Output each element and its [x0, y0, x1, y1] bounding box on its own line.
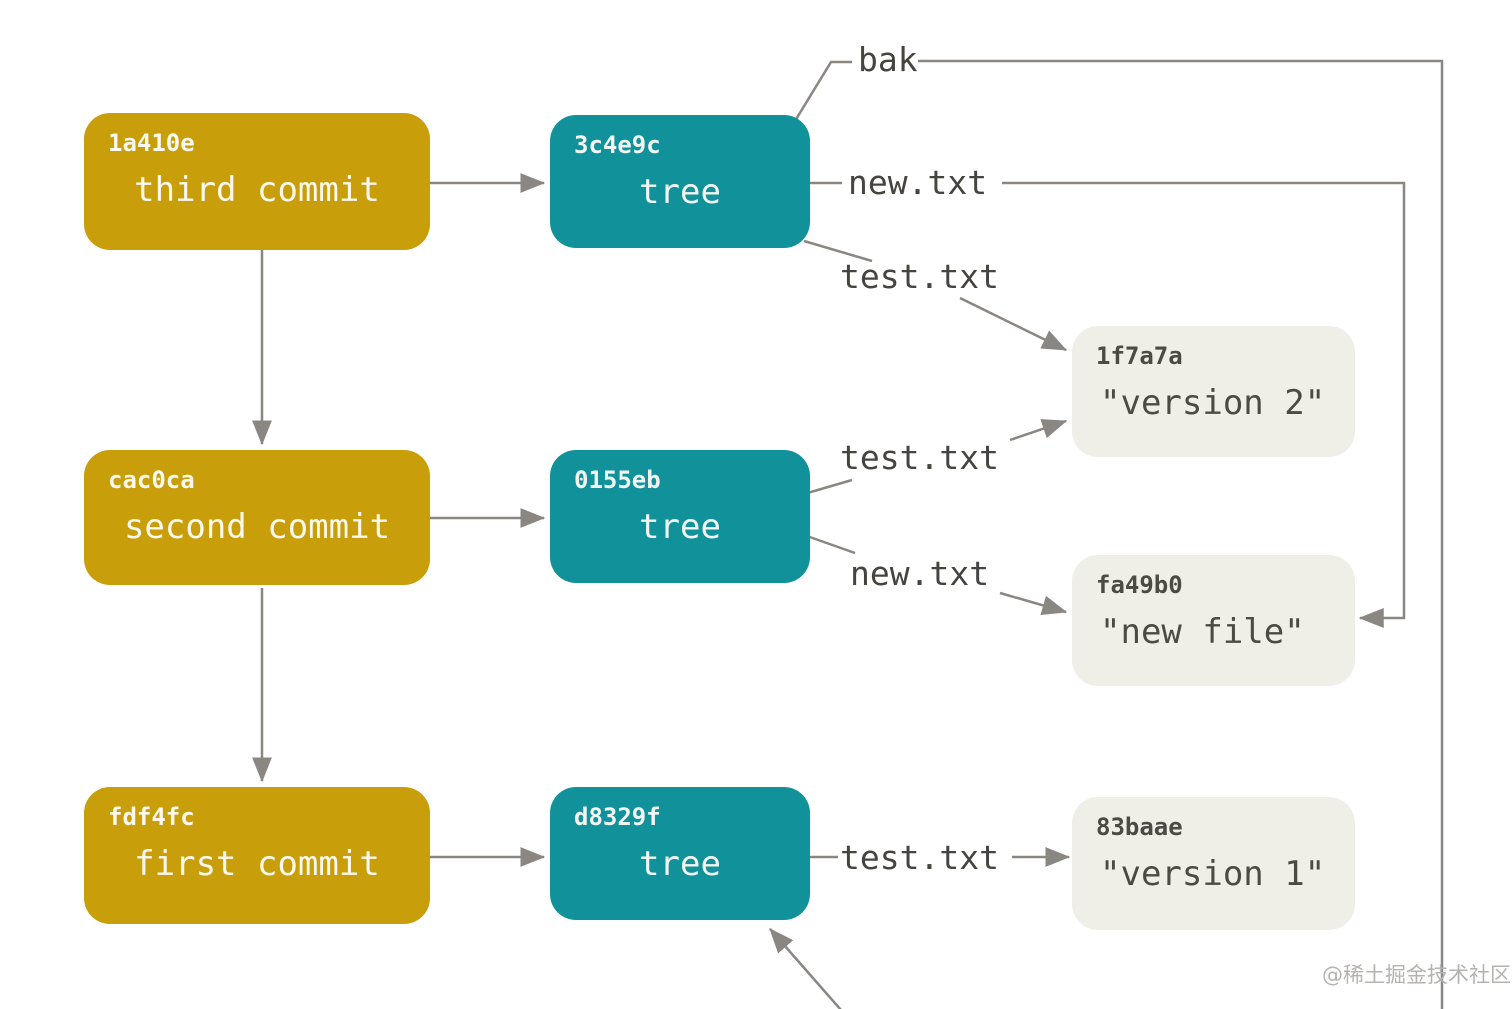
- edge-label-bak: bak: [858, 40, 918, 79]
- edge-bak-long-line: [918, 59, 1444, 1009]
- edge-testtxt-top-dash: [803, 239, 873, 263]
- arrow-testtxt-top-to-blob: [959, 296, 1068, 352]
- edge-label-test-txt-top: test.txt: [840, 257, 999, 296]
- commit-id: 1a410e: [108, 129, 195, 157]
- tree-label: tree: [639, 171, 721, 212]
- tree-id: d8329f: [574, 803, 661, 831]
- commit-node-first: fdf4fc first commit: [84, 787, 430, 924]
- blob-id: fa49b0: [1096, 571, 1183, 599]
- blob-node-fa49b0: fa49b0 "new file": [1072, 555, 1355, 686]
- commit-message: second commit: [123, 506, 391, 547]
- commit-message: third commit: [134, 169, 380, 210]
- blob-content: "new file": [1100, 611, 1305, 652]
- arrow-bak-to-tree-d8329f: [769, 928, 842, 1009]
- tree-node-d8329f: d8329f tree: [550, 787, 810, 920]
- blob-content: "version 1": [1100, 853, 1326, 894]
- tree-node-3c4e9c: 3c4e9c tree: [550, 115, 810, 248]
- blob-node-83baae: 83baae "version 1": [1072, 797, 1355, 930]
- tree-label: tree: [639, 843, 721, 884]
- edge-testtxt-mid-dash: [803, 478, 853, 496]
- tree-node-0155eb: 0155eb tree: [550, 450, 810, 583]
- commit-node-third: 1a410e third commit: [84, 113, 430, 250]
- blob-id: 1f7a7a: [1096, 342, 1183, 370]
- tree-label: tree: [639, 506, 721, 547]
- edge-label-new-txt-top: new.txt: [848, 163, 988, 202]
- blob-node-1f7a7a: 1f7a7a "version 2": [1072, 326, 1355, 457]
- arrow-newtxt-top-to-blob: [1002, 181, 1406, 628]
- arrow-testtxt-mid-to-blob: [1009, 419, 1068, 442]
- blob-content: "version 2": [1100, 382, 1326, 423]
- blob-id: 83baae: [1096, 813, 1183, 841]
- edge-bak-from-tree: [793, 60, 852, 122]
- tree-id: 3c4e9c: [574, 131, 661, 159]
- tree-id: 0155eb: [574, 466, 661, 494]
- arrow-newtxt-mid-to-blob: [999, 591, 1068, 616]
- edge-label-test-txt-mid: test.txt: [840, 438, 999, 477]
- edge-label-test-txt-bottom: test.txt: [840, 838, 999, 877]
- commit-message: first commit: [134, 843, 380, 884]
- commit-id: fdf4fc: [108, 803, 195, 831]
- edge-label-new-txt-mid: new.txt: [850, 554, 990, 593]
- commit-id: cac0ca: [108, 466, 195, 494]
- commit-node-second: cac0ca second commit: [84, 450, 430, 585]
- edge-newtxt-mid-dash: [803, 533, 856, 555]
- watermark: @稀土掘金技术社区: [1322, 963, 1511, 987]
